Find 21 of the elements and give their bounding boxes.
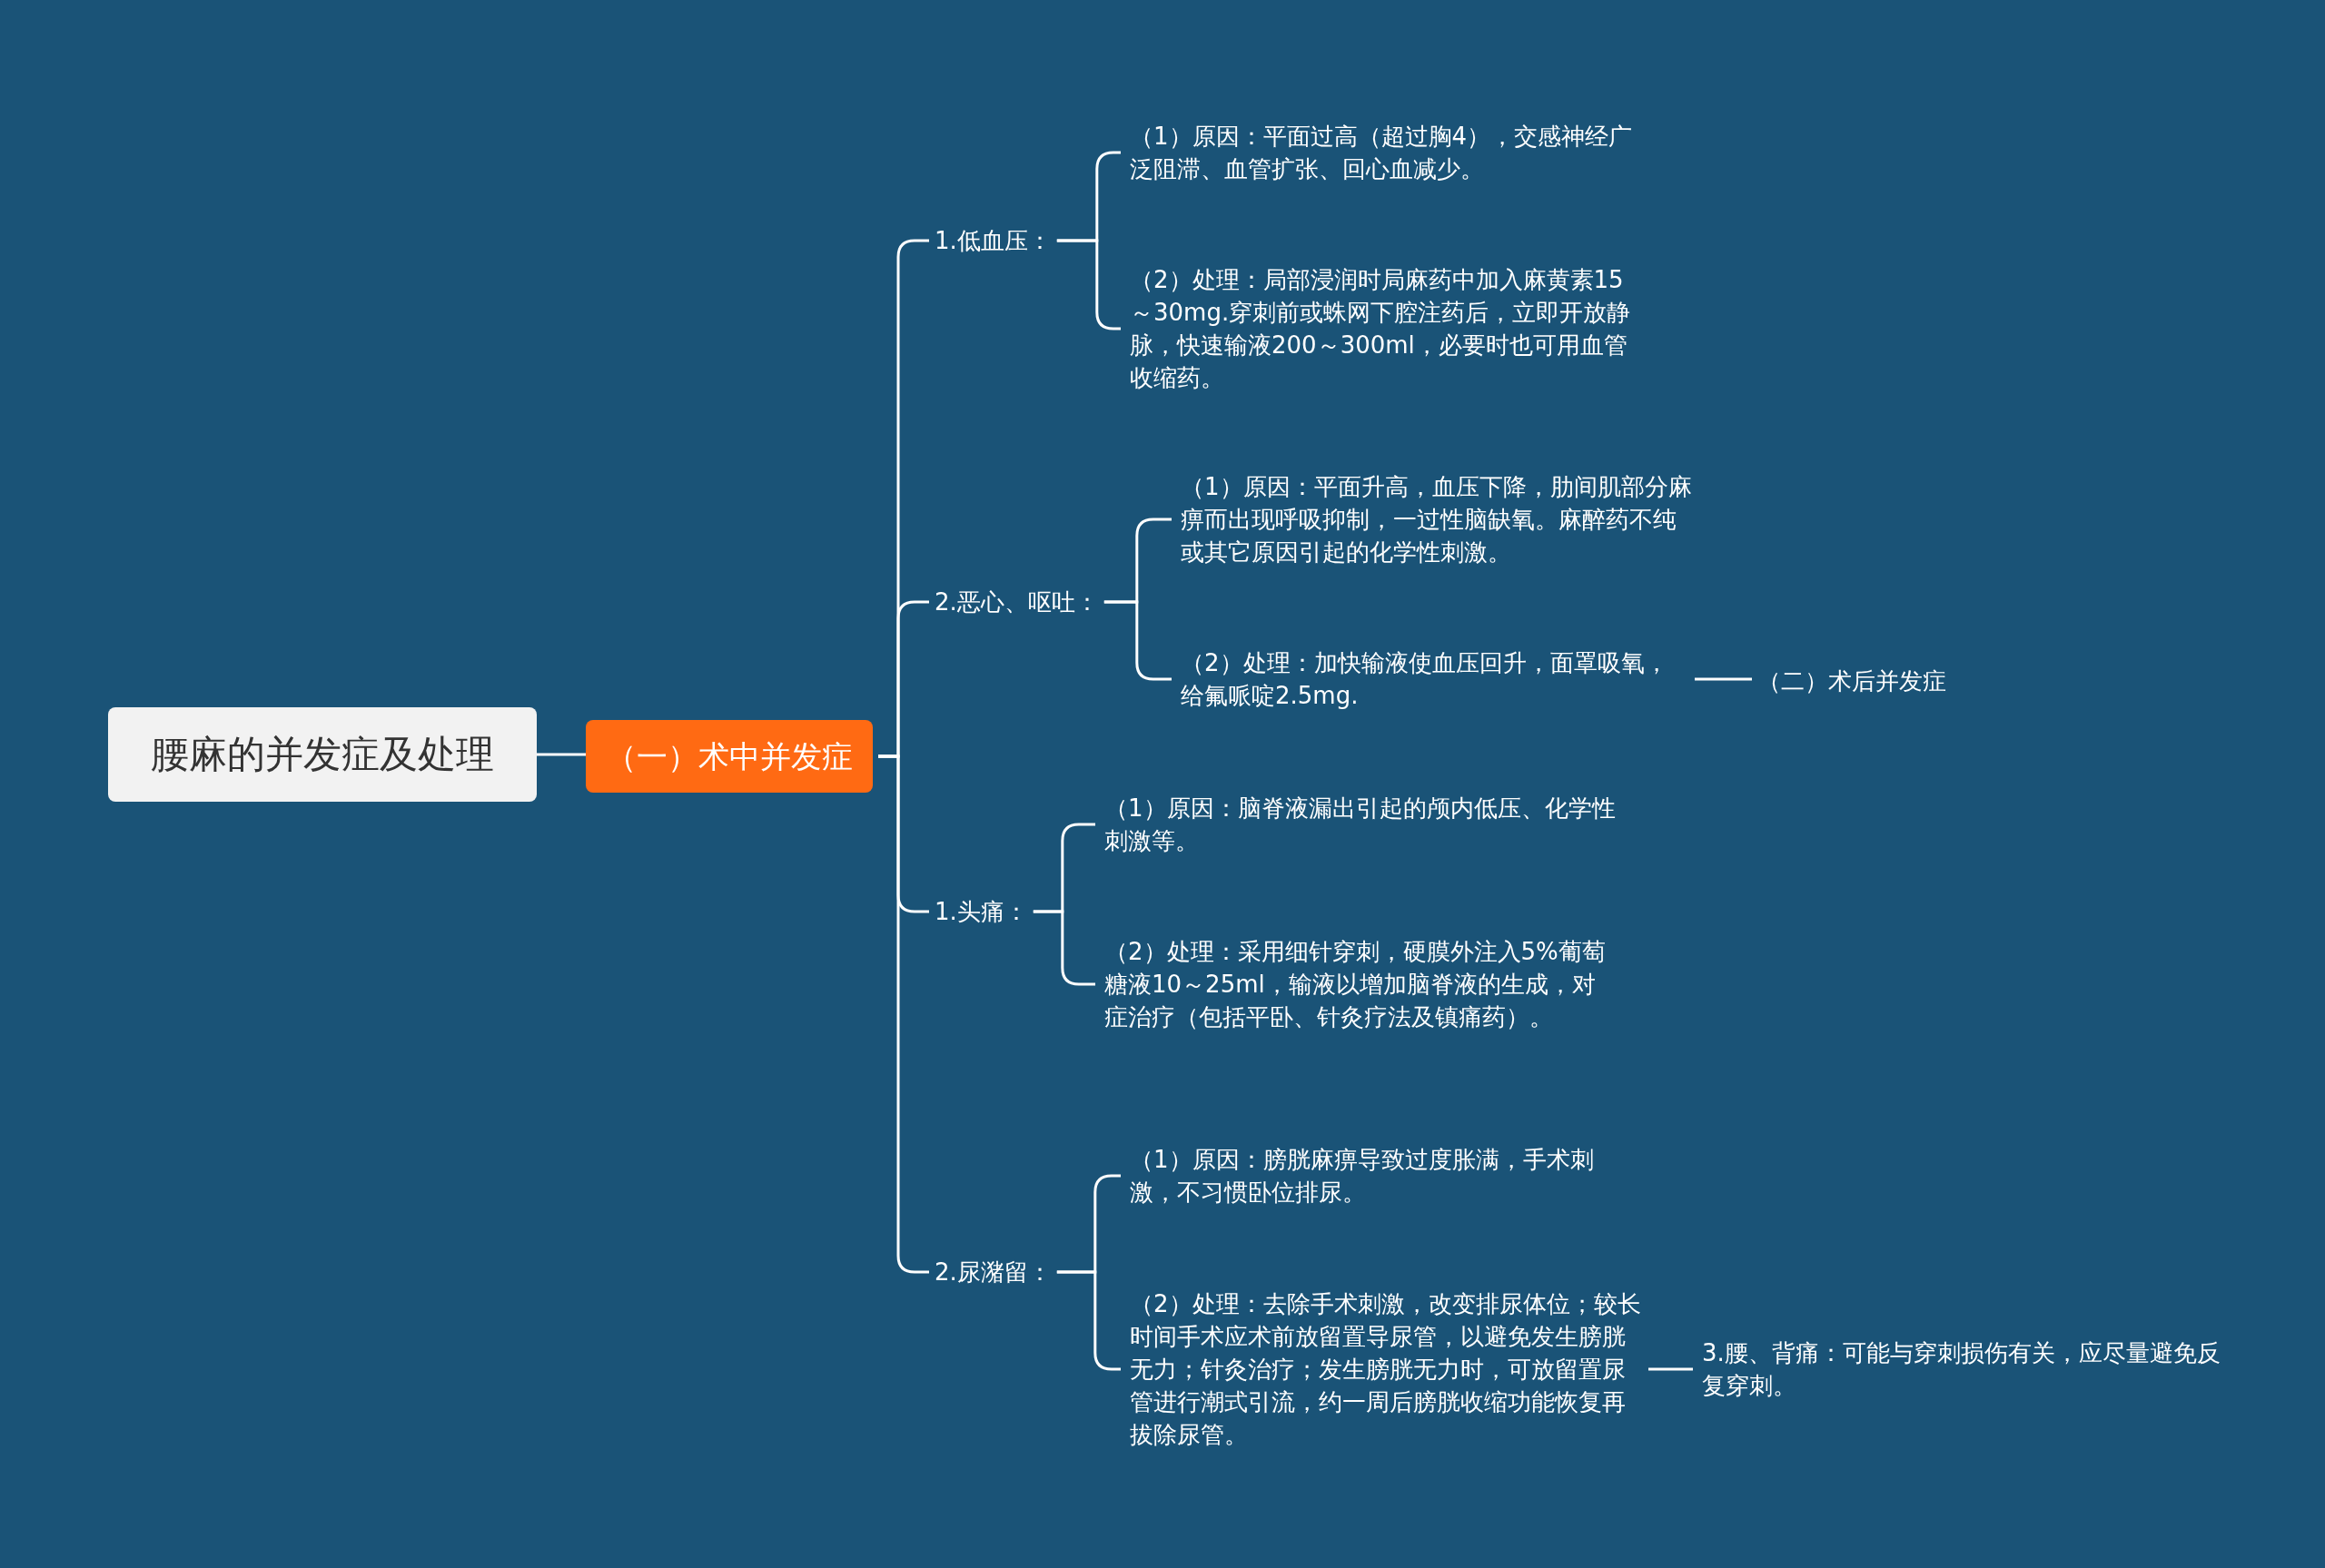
branch-label: 2.尿潴留： <box>935 1256 1052 1288</box>
branch-label: （二）术后并发症 <box>1757 665 1946 697</box>
note-text: （2）处理：加快输液使血压回升，面罩吸氧，给氟哌啶2.5mg. <box>1181 646 1689 712</box>
connector-line <box>1103 600 1172 681</box>
note-text: （1）原因：平面过高（超过胸4），交感神经广泛阻滞、血管扩张、回心血减少。 <box>1130 120 1638 185</box>
connector-line <box>1033 910 1095 986</box>
connector-line <box>1695 677 1752 681</box>
topic-box: （一）术中并发症 <box>586 720 873 793</box>
branch-label: 2.恶心、呕吐： <box>935 586 1099 618</box>
note-text: （1）原因：平面升高，血压下降，肋间肌部分麻痹而出现呼吸抑制，一过性脑缺氧。麻醉药不纯或其它原因引起的化学性刺激。 <box>1181 470 1698 568</box>
note-text: （1）原因：膀胱麻痹导致过度胀满，手术刺激，不习惯卧位排尿。 <box>1130 1143 1638 1208</box>
connector-line <box>537 753 586 756</box>
root-box: 腰麻的并发症及处理 <box>108 707 537 802</box>
note-text: （2）处理：去除手术刺激，改变排尿体位；较长时间手术应术前放留置导尿管，以避免发生膀胱无力；针灸治疗；发生膀胱无力时，可放留置尿管进行潮式引流，约一周后膀胱收缩功能恢复再拔除尿管。 <box>1130 1287 1643 1451</box>
connector-line <box>1648 1367 1693 1371</box>
note-text: （1）原因：脑脊液漏出引起的颅内低压、化学性刺激等。 <box>1104 792 1618 857</box>
note-text: （2）处理：采用细针穿刺，硬膜外注入5%葡萄糖液10～25ml，输液以增加脑脊液的生成，对症治疗（包括平卧、针灸疗法及镇痛药）。 <box>1104 935 1618 1033</box>
branch-label: 1.头痛： <box>935 895 1028 928</box>
branch-label: 1.低血压： <box>935 224 1052 257</box>
note-text: 3.腰、背痛：可能与穿刺损伤有关，应尽量避免反复穿刺。 <box>1702 1336 2224 1402</box>
note-text: （2）处理：局部浸润时局麻药中加入麻黄素15～30mg.穿刺前或蛛网下腔注药后，立即开放静脉，快速输液200～300ml，必要时也可用血管收缩药。 <box>1130 263 1638 394</box>
